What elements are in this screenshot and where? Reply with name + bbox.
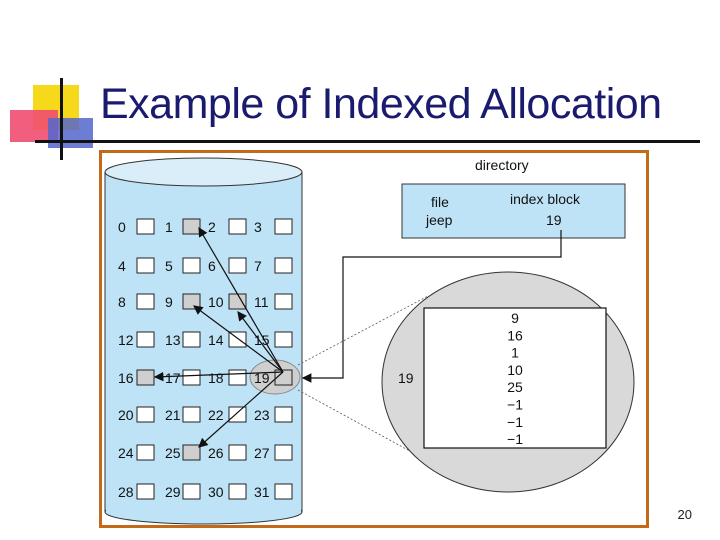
- disk-block: [228, 257, 247, 274]
- disk-block-label: 5: [165, 258, 173, 274]
- disk-block-label: 10: [208, 294, 224, 310]
- title-underline: [35, 140, 700, 143]
- disk-block: [182, 369, 201, 386]
- disk-block-label: 3: [254, 219, 262, 235]
- disk-block: [274, 218, 293, 235]
- index-block-table: [423, 307, 607, 449]
- pointer-arrow: [193, 305, 284, 373]
- disk-block: [274, 406, 293, 423]
- index-entry: 25: [507, 379, 523, 395]
- disk-block: [136, 218, 155, 235]
- disk-block: [274, 444, 293, 461]
- directory-to-block-arrow: [301, 230, 562, 383]
- disk-cylinder: [104, 157, 303, 525]
- disk-block: [274, 483, 293, 500]
- disk-block-label: 13: [165, 332, 181, 348]
- pointer-arrow: [153, 371, 284, 382]
- pointer-arrow: [237, 311, 284, 373]
- disk-block: [136, 483, 155, 500]
- directory-index-header: index block: [510, 191, 581, 207]
- index-entry: 1: [511, 345, 519, 361]
- directory-file-header: file: [431, 194, 449, 210]
- slide-title: Example of Indexed Allocation: [100, 80, 662, 128]
- disk-block-label: 14: [208, 332, 224, 348]
- disk-block-label: 30: [208, 484, 224, 500]
- disk-block: [136, 444, 155, 461]
- index-entry: 16: [507, 327, 523, 343]
- disk-block: [136, 406, 155, 423]
- index-entry: 9: [511, 310, 519, 326]
- disk-block-label: 7: [254, 258, 262, 274]
- disk-block: [228, 406, 247, 423]
- disk-block-label: 29: [165, 484, 181, 500]
- disk-block-label: 15: [254, 332, 270, 348]
- disk-block: [182, 444, 201, 461]
- disk-block-label: 17: [165, 370, 181, 386]
- disk-block: [274, 369, 293, 386]
- disk-block: [182, 331, 201, 348]
- disk-block-label: 23: [254, 407, 270, 423]
- directory-file-name: jeep: [425, 212, 453, 228]
- pointer-arrow: [198, 371, 284, 448]
- disk-block: [228, 293, 247, 310]
- directory-table: [401, 183, 626, 239]
- disk-block: [228, 369, 247, 386]
- disk-block-label: 4: [118, 258, 126, 274]
- disk-block: [136, 331, 155, 348]
- disk-block: [182, 293, 201, 310]
- disk-block-label: 21: [165, 407, 181, 423]
- disk-block-label: 31: [254, 484, 270, 500]
- disk-block: [182, 257, 201, 274]
- disk-block: [228, 483, 247, 500]
- disk-block-label: 22: [208, 407, 224, 423]
- disk-block-label: 18: [208, 370, 224, 386]
- disk-block-label: 9: [165, 294, 173, 310]
- zoom-block-label: 19: [398, 370, 414, 386]
- zoom-line-top: [297, 295, 429, 366]
- disk-block-label: 25: [165, 445, 181, 461]
- disk-block: [274, 257, 293, 274]
- disk-block-label: 0: [118, 219, 126, 235]
- index-entry: 10: [507, 362, 523, 378]
- disk-block: [228, 218, 247, 235]
- disk-block: [182, 218, 201, 235]
- directory-index-value: 19: [546, 212, 562, 228]
- disk-block-label: 19: [254, 370, 270, 386]
- disk-block: [182, 406, 201, 423]
- disk-block-label: 20: [118, 407, 134, 423]
- disk-block-label: 12: [118, 332, 134, 348]
- index-pointer-arrows: [153, 226, 284, 448]
- disk-block-label: 27: [254, 445, 270, 461]
- disk-block: [136, 257, 155, 274]
- disk-block: [136, 369, 155, 386]
- disk-block: [136, 293, 155, 310]
- disk-block-label: 26: [208, 445, 224, 461]
- index-entry: −1: [507, 414, 523, 430]
- directory-panel: directory file index block jeep 19: [401, 157, 626, 239]
- disk-block-label: 1: [165, 219, 173, 235]
- index-entry: −1: [507, 431, 523, 447]
- disk-block-label: 11: [254, 294, 269, 310]
- disk-block: [182, 483, 201, 500]
- disk-block-label: 2: [208, 219, 216, 235]
- pointer-arrow: [198, 226, 284, 373]
- decor-vertical-rule: [60, 78, 63, 160]
- page-number: 20: [677, 507, 692, 522]
- directory-title: directory: [475, 157, 529, 173]
- zoom-line-bottom: [297, 389, 431, 463]
- disk-block: [274, 331, 293, 348]
- decor-blue-bar: [48, 118, 93, 148]
- disk-block-label: 8: [118, 294, 126, 310]
- index-entry: −1: [507, 397, 523, 413]
- disk-block: [228, 444, 247, 461]
- disk-block-label: 28: [118, 484, 134, 500]
- disk-block-label: 16: [118, 370, 134, 386]
- disk-block: [274, 293, 293, 310]
- disk-block-label: 6: [208, 258, 216, 274]
- disk-block-label: 24: [118, 445, 134, 461]
